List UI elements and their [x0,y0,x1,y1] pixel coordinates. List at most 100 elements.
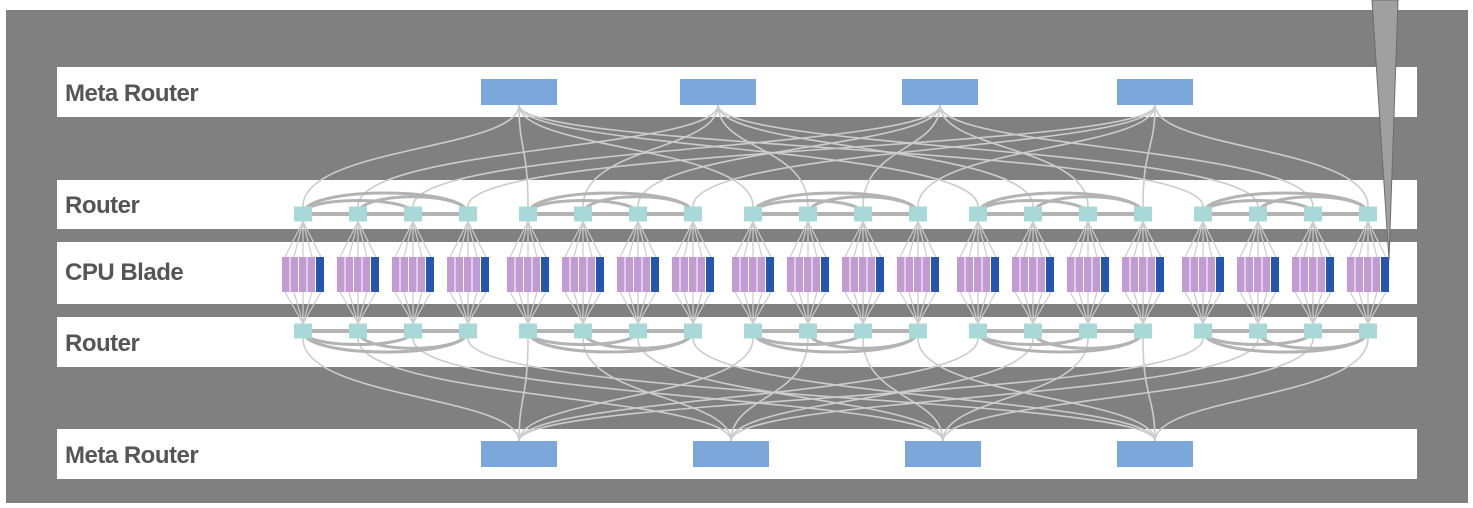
router-node [1024,206,1042,222]
meta-router-link [637,104,941,207]
meta-router-link [412,338,944,442]
router-bundle-arc [751,191,920,215]
router-blade-link [968,291,979,324]
router-blade-link [293,221,304,258]
cpu-blade-segment [447,257,455,292]
router-bundle-arc [526,330,695,354]
meta-router-link [582,104,719,207]
router-blade-link [807,221,818,258]
router-blade-link [1303,291,1314,324]
meta-routers [481,79,1193,467]
meta-router-link [637,338,944,442]
meta-router-node [1117,441,1193,467]
router-node [1304,206,1322,222]
router-blade-link [467,291,487,324]
router-blade-link [1193,221,1204,258]
router-blade-link [959,291,979,324]
router-blade-link [394,221,414,258]
cpu-blade-segment [1075,257,1083,292]
meta-router-link [939,104,1089,207]
meta-router-link [942,338,1089,442]
cpu-blade-segment [859,257,867,292]
cpu-blade-segment [914,257,922,292]
router-blade-link [527,291,547,324]
router-blade-link [692,221,712,258]
router-blade-link [862,291,873,324]
router-blade-link [509,221,529,258]
router-blade-link [1014,221,1034,258]
meta-router-link [717,104,809,207]
router-blade-link [977,291,997,324]
router-blade-link [1367,291,1378,324]
router-blade-link [1193,291,1204,324]
router-blade-link [798,221,809,258]
cpu-blade-accent [1101,257,1109,292]
router-blade-link [1257,221,1268,258]
cpu-blade-segment [400,257,408,292]
router-bundle-arc [301,191,470,215]
router-node [744,206,762,222]
cpu-blade-segment [757,257,765,292]
cpu-blade-segment [905,257,913,292]
cpu-blade-segment [965,257,973,292]
cpu-blade-segment [579,257,587,292]
router-blade-link [1078,221,1089,258]
cpu-blade-segment [897,257,905,292]
meta-router-link [582,338,732,442]
cpu-blade-accent [426,257,434,292]
cpu-blade-segment [1199,257,1207,292]
cpu-blade-segment [1237,257,1245,292]
cpu-blade-segment [642,257,650,292]
meta-router-link [518,104,529,207]
router-blade-link [1133,291,1144,324]
router-node [969,206,987,222]
router-blade-link [518,291,529,324]
router-blade-link [1202,291,1222,324]
router-blade-link [1087,221,1098,258]
cpu-blade-accent [1156,257,1164,292]
router-blade-link [899,291,919,324]
cpu-blade-segment [804,257,812,292]
router-blade-link [348,221,359,258]
cpu-blade-segment [1317,257,1325,292]
router-blade-link [862,221,882,258]
meta-router-link [917,104,1156,207]
router-blade-link [908,221,919,258]
meta-router-link [917,338,1156,442]
router-node [909,206,927,222]
router-blade-link [1312,291,1332,324]
router-blade-link [752,221,772,258]
router-blade-link [293,291,304,324]
router-blade-link [619,221,639,258]
meta-router-link [939,104,1314,207]
router-blade-link [1367,221,1378,258]
cpu-blade-segment [850,257,858,292]
cpu-blade-segment [417,257,425,292]
cpu-blade-segment [1122,257,1130,292]
cpu-blade-accent [1046,257,1054,292]
router-node [1359,323,1377,339]
router-blade-link [637,291,657,324]
router-blade-link [302,221,322,258]
meta-router-node [680,79,756,105]
router-blade-link [752,221,763,258]
router-blade-link [1087,291,1107,324]
cpu-blade-segment [1029,257,1037,292]
cpu-blade-segment [842,257,850,292]
router-blade-link [789,291,809,324]
meta-router-link [1154,104,1369,207]
cpu-blade-segment [1292,257,1300,292]
cpu-blade-segment [392,257,400,292]
router-blade-link [1014,291,1034,324]
cpu-blade-segment [1254,257,1262,292]
cpu-blade-segment [1190,257,1198,292]
meta-router-link [717,104,1034,207]
cpu-blade-segment [354,257,362,292]
router-blade-link [1184,221,1204,258]
cpu-blade-accent [706,257,714,292]
router-blade-link [403,291,414,324]
router-blade-link [853,221,864,258]
router-blade-link [1358,291,1369,324]
router-blade-link [862,291,882,324]
router-band-top: Router [57,180,1417,229]
